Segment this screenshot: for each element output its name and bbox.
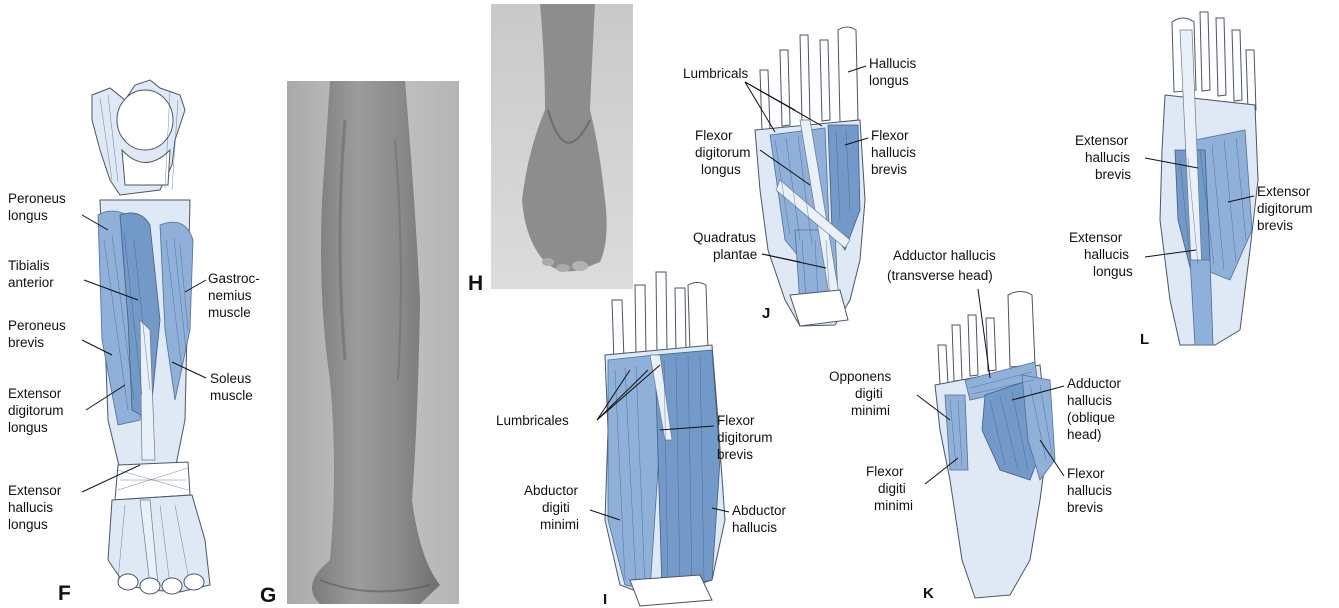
panel-k-illustration <box>935 292 1055 599</box>
panel-letter-l: L <box>1140 331 1149 348</box>
panel-h-photo: H <box>468 4 633 295</box>
label-lumbricals: Lumbricals <box>683 66 749 81</box>
panel-letter-h: H <box>468 272 483 295</box>
label-lumbricales: Lumbricales <box>496 413 569 428</box>
panel-f-illustration <box>92 80 210 594</box>
panel-letter-f: F <box>58 582 71 605</box>
panel-l-illustration <box>1160 12 1258 345</box>
panel-g-photo: G <box>260 81 459 607</box>
label-adductor-hallucis-transverse: Adductor hallucis(transverse head) <box>887 248 996 283</box>
panel-letter-j: J <box>762 305 770 322</box>
panel-letter-g: G <box>260 584 276 607</box>
panel-letter-i: I <box>603 591 607 608</box>
panel-letter-k: K <box>923 585 934 602</box>
panel-i-illustration <box>605 272 725 606</box>
